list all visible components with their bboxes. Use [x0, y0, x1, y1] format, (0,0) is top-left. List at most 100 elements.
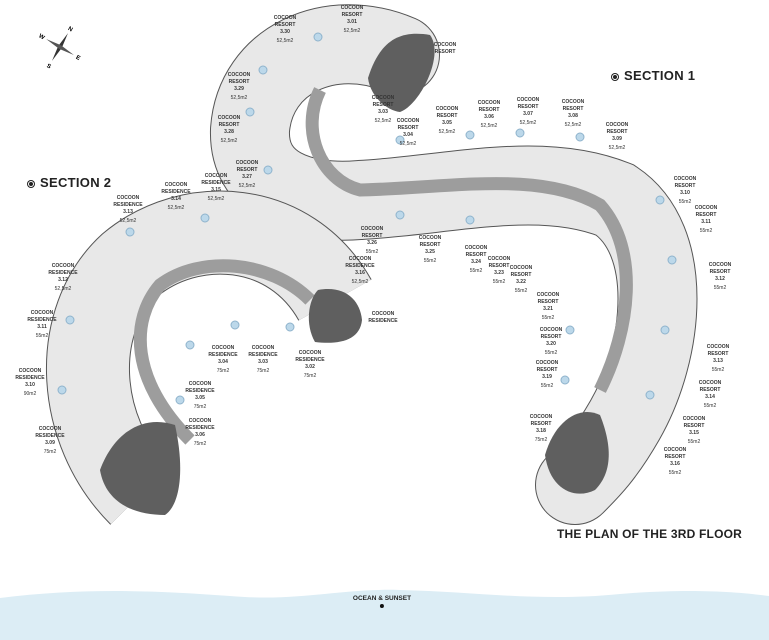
unit-type: COCOON RESORT — [396, 118, 420, 131]
unit-number: 3.21 — [543, 306, 553, 312]
unit-number: 3.30 — [280, 29, 290, 35]
unit-number: 3.25 — [425, 249, 435, 255]
location-dot-icon — [380, 604, 384, 608]
unit-type: COCOON RESORT — [435, 106, 459, 119]
unit-number: 3.02 — [305, 364, 315, 370]
unit-type: COCOON RESIDENCE — [368, 311, 398, 324]
unit-type: COCOON RESIDENCE — [295, 350, 325, 363]
unit-type: COCOON RESORT — [227, 72, 251, 85]
pools — [57, 32, 677, 405]
unit-number: 3.13 — [713, 358, 723, 364]
unit-area: 55m2 — [35, 333, 49, 339]
unit-number: 3.20 — [546, 341, 556, 347]
section-1-lobe-bottom — [545, 411, 609, 494]
unit-number: 3.24 — [471, 259, 481, 265]
unit-type: COCOON RESORT — [561, 99, 585, 112]
unit-type: COCOON RESORT — [477, 100, 501, 113]
unit-number: 3.16 — [355, 270, 365, 276]
unit-type: COCOON RESORT — [706, 344, 730, 357]
ocean-area — [0, 589, 769, 640]
compass-s: S — [45, 63, 51, 70]
unit-type: COCOON RESORT — [529, 414, 553, 427]
section-marker-icon — [28, 180, 34, 187]
unit-type: COCOON RESORT — [605, 122, 629, 135]
unit-number: 3.12 — [715, 276, 725, 282]
unit-number: 3.05 — [195, 395, 205, 401]
unit-area: 52,5m2 — [167, 205, 185, 211]
section-2-corridor — [133, 259, 315, 445]
unit-number: 3.06 — [484, 114, 494, 120]
unit-number: 3.03 — [258, 359, 268, 365]
ocean-label-text: OCEAN & SUNSET — [352, 595, 412, 602]
unit-number: 3.16 — [670, 461, 680, 467]
unit-type: COCOON RESIDENCE — [185, 418, 215, 431]
section-marker-icon — [612, 73, 618, 80]
unit-type: COCOON RESIDENCE — [113, 195, 143, 208]
unit-type: COCOON RESORT — [371, 95, 395, 108]
compass-n: N — [67, 26, 74, 33]
unit-area: 52,5m2 — [119, 218, 137, 224]
unit-type: COCOON RESORT — [509, 265, 533, 278]
unit-number: 3.27 — [242, 174, 252, 180]
compass-rose-icon: N E S W — [37, 26, 81, 71]
unit-area: 55m2 — [668, 470, 682, 476]
unit-number: 3.04 — [218, 359, 228, 365]
unit-number: 3.10 — [680, 190, 690, 196]
unit-type: COCOON RESIDENCE — [201, 173, 231, 186]
unit-area: 75m2 — [303, 373, 317, 379]
unit-area: 55m2 — [365, 249, 379, 255]
section-2-lobe-right — [308, 289, 362, 343]
unit-area: 75m2 — [534, 437, 548, 443]
unit-number: 3.09 — [612, 136, 622, 142]
unit-area: 55m2 — [699, 228, 713, 234]
section-1-heading: SECTION 1 — [612, 68, 695, 83]
unit-area: 55m2 — [678, 199, 692, 205]
unit-number: 3.07 — [523, 111, 533, 117]
unit-type: COCOON RESORT — [673, 176, 697, 189]
unit-area: 52,5m2 — [564, 122, 582, 128]
unit-number: 3.11 — [701, 219, 711, 225]
unit-area: 55m2 — [514, 288, 528, 294]
unit-area: 55m2 — [711, 367, 725, 373]
unit-number: 3.14 — [705, 394, 715, 400]
unit-type: COCOON RESIDENCE — [208, 345, 238, 358]
unit-number: 3.18 — [536, 428, 546, 434]
unit-area: 75m2 — [193, 441, 207, 447]
unit-type: COCOON RESORT — [694, 205, 718, 218]
unit-type: COCOON RESORT — [536, 292, 560, 305]
unit-type: COCOON RESORT — [682, 416, 706, 429]
unit-area: 52,5m2 — [608, 145, 626, 151]
unit-area: 52,5m2 — [519, 120, 537, 126]
unit-type: COCOON RESORT — [433, 42, 457, 55]
unit-type: COCOON RESORT — [663, 447, 687, 460]
unit-type: COCOON RESORT — [360, 226, 384, 239]
unit-type: COCOON RESORT — [535, 360, 559, 373]
unit-area: 75m2 — [193, 404, 207, 410]
